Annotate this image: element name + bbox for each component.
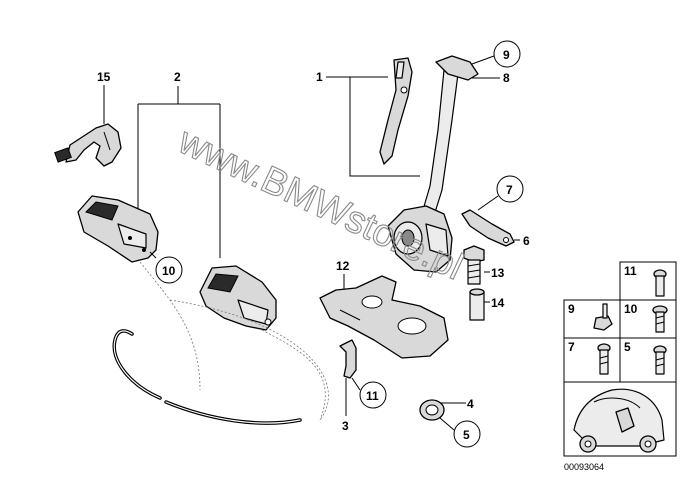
part-2-buckle-right [199,265,277,331]
leader-2 [137,86,221,258]
part-1-belt-upper-anchor [379,57,413,165]
leader-1 [326,76,420,177]
callout-10: 10 [162,264,176,278]
callout-9: 9 [503,48,510,62]
part-13-bolt [463,245,485,285]
legend-5: 5 [624,340,631,354]
part-1-belt-strap [419,55,479,223]
fastener-legend: 11 9 10 7 5 [563,261,677,457]
callout-7-circle [496,175,524,203]
legend-bolt-7 [597,343,611,375]
buckle-wire [139,261,201,391]
callout-4: 4 [467,397,474,411]
callout-11-circle [359,381,387,409]
legend-bolt-10 [652,305,668,333]
part-6-bracket [461,209,515,247]
callout-15: 15 [97,70,111,84]
legend-screw-9 [593,303,613,331]
part-4-cap [419,399,445,421]
callout-13: 13 [491,266,505,280]
part-2-buckle-left [77,195,159,263]
callout-6: 6 [523,234,530,248]
legend-9: 9 [568,302,575,316]
callout-9-circle [493,40,521,68]
callout-8: 8 [503,71,510,85]
callout-5-circle [453,420,481,448]
callout-11: 11 [366,389,379,403]
scooter-sketch [573,388,665,453]
legend-11: 11 [624,264,637,278]
diagram-code: 00093064 [564,462,604,472]
legend-10: 10 [624,302,638,316]
callout-7: 7 [506,183,513,197]
part-1-retractor [387,205,453,273]
callout-3: 3 [342,419,349,433]
callout-14: 14 [491,296,505,310]
callout-10-circle [155,256,183,284]
callout-2: 2 [174,70,181,84]
part-3-clip [339,339,357,379]
part-14-sleeve [469,288,485,321]
legend-bolt-5 [653,345,667,375]
callout-1: 1 [316,70,323,84]
sensor-cable [112,329,162,400]
part-12-plate [319,275,449,359]
legend-bolt-11 [653,269,667,297]
callout-5: 5 [463,428,470,442]
legend-7: 7 [568,340,575,354]
callout-12: 12 [336,259,350,273]
part-15-connector [54,123,122,167]
